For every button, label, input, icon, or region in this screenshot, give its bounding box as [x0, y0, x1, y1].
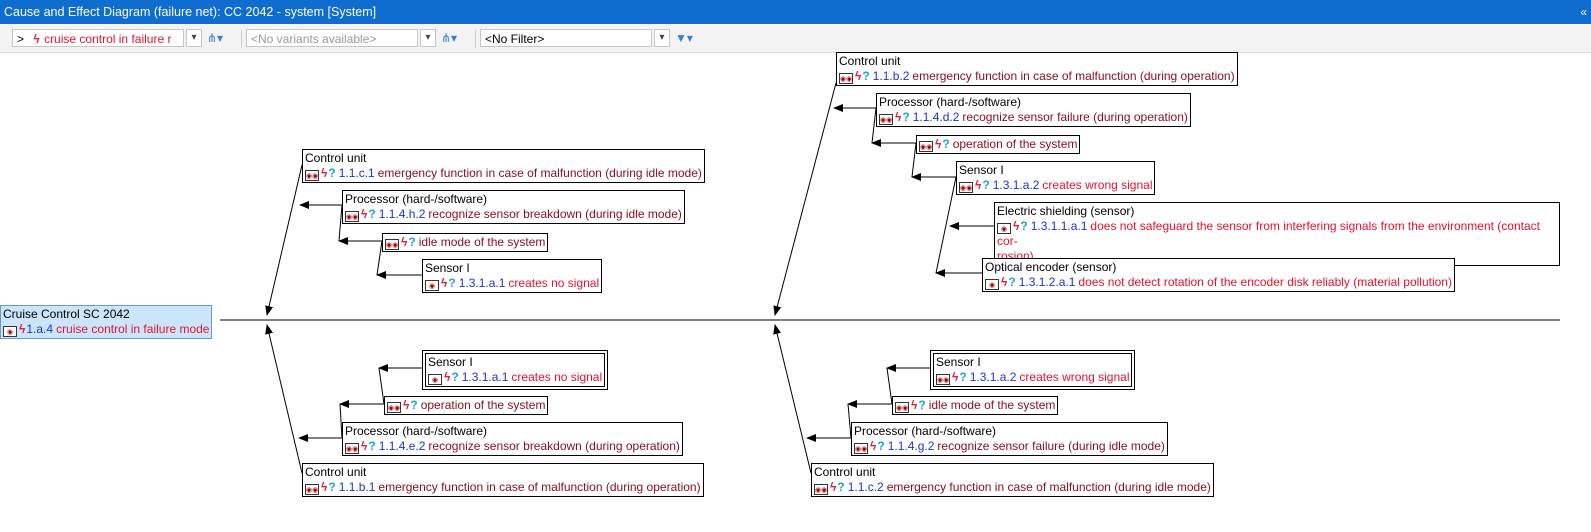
question-icon: ? [982, 178, 990, 192]
function-icon: ◉◉ [879, 114, 893, 125]
branch-line [265, 164, 303, 316]
function-icon: ◉◉ [385, 239, 399, 250]
question-icon: ? [448, 276, 456, 290]
lightning-icon: ϟ [321, 480, 328, 494]
lightning-icon: ϟ [895, 110, 902, 124]
question-icon: ? [451, 370, 459, 384]
question-icon: ? [368, 207, 376, 221]
lightning-icon: ϟ [870, 439, 877, 453]
lightning-icon: ϟ [19, 322, 26, 336]
lightning-icon: ϟ [911, 398, 918, 412]
question-icon: ? [328, 480, 336, 494]
function-icon: ◉◉ [814, 484, 828, 495]
function-icon: ◉◉ [305, 484, 319, 495]
function-icon: ◉◉ [305, 170, 319, 181]
component-icon: ◉ [425, 280, 439, 291]
component-icon: ◉ [997, 223, 1011, 234]
tree-icon[interactable]: ⋔▾ [441, 31, 458, 45]
toolbar: > ϟ cruise control in failure r ▾ ⋔▾ <No… [0, 24, 1591, 53]
function-icon: ◉◉ [345, 211, 359, 222]
question-icon: ? [328, 166, 336, 180]
function-icon: ◉◉ [936, 374, 950, 385]
collapse-icon[interactable]: « [1580, 5, 1587, 19]
variants-select[interactable]: <No variants available> [246, 29, 418, 47]
cause-node[interactable]: ◉◉ϟ?idle mode of the system [892, 396, 1059, 415]
question-icon: ? [1008, 275, 1016, 289]
question-icon: ? [942, 137, 950, 151]
question-icon: ? [410, 398, 418, 412]
question-icon: ? [918, 398, 926, 412]
filter-dropdown-button[interactable]: ▾ [654, 29, 670, 47]
lightning-icon: ϟ [935, 137, 942, 151]
cause-node[interactable]: ◉◉ϟ?operation of the system [384, 396, 549, 415]
cause-node[interactable]: Electric shielding (sensor) ◉ϟ?1.3.1.1.a… [994, 202, 1560, 266]
branch-line [265, 324, 303, 474]
function-icon: ◉◉ [854, 443, 868, 454]
lightning-icon: ϟ [444, 370, 451, 384]
lightning-icon: ϟ [855, 69, 862, 83]
question-icon: ? [902, 110, 910, 124]
lightning-icon: ϟ [830, 480, 837, 494]
lightning-icon: ϟ [952, 370, 959, 384]
branch-line [773, 82, 837, 316]
diagram-connectors [220, 82, 1560, 474]
cause-node[interactable]: ◉◉ϟ?idle mode of the system [382, 233, 549, 252]
lightning-icon: ϟ [403, 398, 410, 412]
function-icon: ◉◉ [895, 402, 909, 413]
function-icon: ◉◉ [959, 182, 973, 193]
failure-dropdown-button[interactable]: ▾ [186, 29, 202, 47]
window-titlebar: Cause and Effect Diagram (failure net): … [0, 0, 1591, 24]
lightning-icon: ϟ [401, 235, 408, 249]
lightning-icon: ϟ [1001, 275, 1008, 289]
component-icon: ◉ [3, 326, 17, 337]
question-icon: ? [408, 235, 416, 249]
function-icon: ◉◉ [839, 73, 853, 84]
filter-select[interactable]: <No Filter> [480, 29, 652, 47]
cause-node[interactable]: Processor (hard-/software) ◉◉ϟ?1.1.4.g.2… [851, 422, 1168, 456]
question-icon: ? [862, 69, 870, 83]
funnel-icon[interactable]: ▼▾ [675, 31, 693, 45]
question-icon: ? [837, 480, 845, 494]
function-icon: ◉◉ [387, 402, 401, 413]
question-icon: ? [368, 439, 376, 453]
failure-select-value: cruise control in failure r [44, 32, 172, 46]
toolbar-separator [241, 30, 242, 48]
lightning-icon: ϟ [321, 166, 328, 180]
lightning-icon: ϟ [441, 276, 448, 290]
lightning-icon: ϟ [361, 207, 368, 221]
question-icon: ? [1020, 219, 1028, 233]
cause-node[interactable]: ◉◉ϟ?operation of the system [916, 135, 1081, 154]
branch-line [773, 324, 812, 474]
window-title: Cause and Effect Diagram (failure net): … [4, 5, 377, 19]
cause-node[interactable]: Processor (hard-/software) ◉◉ϟ?1.1.4.e.2… [342, 422, 683, 456]
lightning-icon: ϟ [33, 32, 40, 46]
cause-node[interactable]: Processor (hard-/software) ◉◉ϟ?1.1.4.h.2… [342, 190, 685, 224]
question-icon: ? [959, 370, 967, 384]
component-icon: ◉ [985, 279, 999, 290]
question-icon: ? [877, 439, 885, 453]
lightning-icon: ϟ [975, 178, 982, 192]
chevron-right-icon: > [17, 32, 25, 46]
function-icon: ◉◉ [919, 141, 933, 152]
variants-dropdown-button[interactable]: ▾ [420, 29, 436, 47]
tree-icon[interactable]: ⋔▾ [207, 31, 224, 45]
toolbar-separator [475, 30, 476, 48]
lightning-icon: ϟ [361, 439, 368, 453]
failure-select[interactable]: > ϟ cruise control in failure r [12, 29, 184, 47]
component-icon: ◉ [428, 374, 442, 385]
lightning-icon: ϟ [1013, 219, 1020, 233]
cause-node[interactable]: Processor (hard-/software) ◉◉ϟ?1.1.4.d.2… [876, 93, 1191, 127]
function-icon: ◉◉ [345, 443, 359, 454]
